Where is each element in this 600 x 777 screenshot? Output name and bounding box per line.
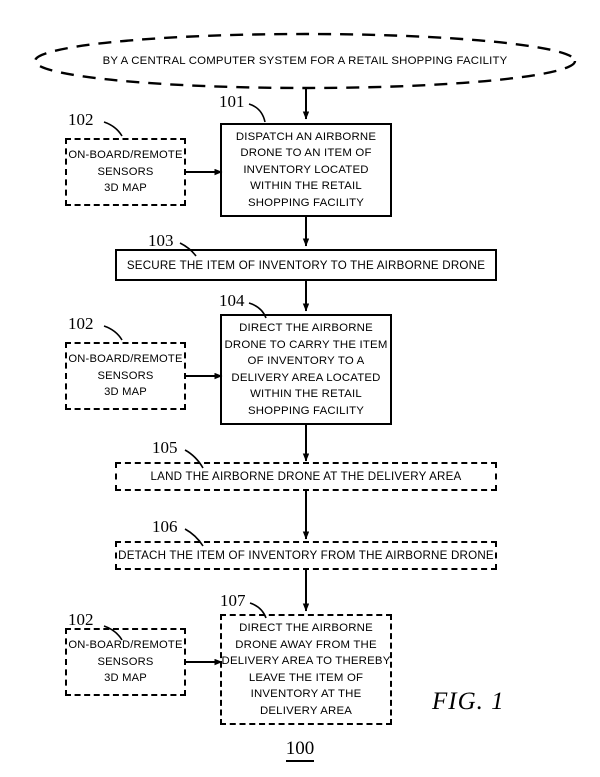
diagram-number-value: 100	[285, 738, 315, 762]
header-ellipse-label: BY A CENTRAL COMPUTER SYSTEM FOR A RETAI…	[102, 55, 508, 67]
reference-numeral-107: 107	[220, 591, 246, 610]
sensor-box-1-line-3: 3D MAP	[104, 182, 147, 195]
header-ellipse-shape	[33, 32, 577, 90]
process-box-104-line-4: DELIVERY AREA LOCATED	[231, 371, 381, 384]
reference-numeral-102-b: 102	[68, 314, 94, 333]
process-box-107-line-4: LEAVE THE ITEM OF	[248, 671, 364, 684]
leader-line-107	[249, 602, 267, 619]
process-box-103[interactable]: SECURE THE ITEM OF INVENTORY TO THE AIRB…	[115, 249, 497, 281]
sensor-box-3-line-1: ON-BOARD/REMOTE	[68, 639, 183, 652]
sensor-box-3-line-2: SENSORS	[97, 655, 154, 668]
process-box-104-line-1: DIRECT THE AIRBORNE	[239, 322, 373, 334]
process-box-104[interactable]: DIRECT THE AIRBORNE DRONE TO CARRY THE I…	[220, 314, 392, 425]
leader-line-sensor2	[103, 325, 123, 341]
leader-line-106	[184, 528, 204, 547]
process-box-104-line-2: DRONE TO CARRY THE ITEM	[224, 338, 388, 351]
process-box-107-line-5: INVENTORY AT THE	[250, 688, 362, 700]
reference-numeral-104: 104	[219, 291, 245, 310]
sensor-box-3[interactable]: ON-BOARD/REMOTE SENSORS 3D MAP	[65, 628, 186, 696]
diagram-number: 100	[0, 738, 600, 762]
process-box-101-line-1: DISPATCH AN AIRBORNE	[235, 130, 377, 143]
sensor-box-2-line-3: 3D MAP	[104, 386, 147, 399]
leader-line-sensor3	[103, 625, 123, 641]
reference-numeral-102-a: 102	[68, 110, 94, 129]
reference-numeral-103: 103	[148, 231, 174, 250]
sensor-box-2-line-2: SENSORS	[97, 369, 154, 382]
process-box-105[interactable]: LAND THE AIRBORNE DRONE AT THE DELIVERY …	[115, 462, 497, 491]
sensor-box-1-line-1: ON-BOARD/REMOTE	[68, 149, 183, 162]
process-box-105-line-1: LAND THE AIRBORNE DRONE AT THE DELIVERY …	[150, 470, 462, 483]
process-box-104-line-6: SHOPPING FACILITY	[247, 404, 365, 417]
leader-line-105	[184, 449, 204, 469]
process-box-101-line-4: WITHIN THE RETAIL	[250, 180, 362, 193]
process-box-101-line-2: DRONE TO AN ITEM OF	[240, 147, 372, 160]
reference-numeral-106: 106	[152, 517, 178, 536]
process-box-106-line-1: DETACH THE ITEM OF INVENTORY FROM THE AI…	[118, 549, 494, 562]
sensor-box-1-line-2: SENSORS	[97, 165, 154, 178]
leader-line-sensor1	[103, 121, 123, 137]
figure-caption: FIG. 1	[432, 688, 505, 715]
process-box-101[interactable]: DISPATCH AN AIRBORNE DRONE TO AN ITEM OF…	[220, 123, 392, 217]
process-box-107-line-1: DIRECT THE AIRBORNE	[239, 622, 373, 634]
process-box-107[interactable]: DIRECT THE AIRBORNE DRONE AWAY FROM THE …	[220, 614, 392, 725]
sensor-box-2-line-1: ON-BOARD/REMOTE	[68, 353, 183, 366]
process-box-106[interactable]: DETACH THE ITEM OF INVENTORY FROM THE AI…	[115, 541, 497, 570]
sensor-box-3-line-3: 3D MAP	[104, 672, 147, 685]
sensor-box-1[interactable]: ON-BOARD/REMOTE SENSORS 3D MAP	[65, 138, 186, 206]
process-box-104-line-3: OF INVENTORY TO A	[247, 355, 365, 367]
reference-numeral-102-c: 102	[68, 610, 94, 629]
process-box-103-line-1: SECURE THE ITEM OF INVENTORY TO THE AIRB…	[126, 258, 486, 272]
leader-line-101	[248, 103, 266, 123]
process-box-107-line-2: DRONE AWAY FROM THE	[235, 638, 377, 651]
process-box-101-line-5: SHOPPING FACILITY	[247, 196, 365, 209]
leader-line-103	[179, 242, 197, 257]
reference-numeral-105: 105	[152, 438, 178, 457]
process-box-104-line-5: WITHIN THE RETAIL	[250, 388, 362, 400]
process-box-107-line-6: DELIVERY AREA	[259, 704, 353, 717]
leader-line-104	[248, 302, 267, 319]
sensor-box-2[interactable]: ON-BOARD/REMOTE SENSORS 3D MAP	[65, 342, 186, 410]
process-box-107-line-3: DELIVERY AREA TO THEREBY	[221, 655, 391, 667]
reference-numeral-101: 101	[219, 92, 245, 111]
process-box-101-line-3: INVENTORY LOCATED	[243, 163, 369, 176]
